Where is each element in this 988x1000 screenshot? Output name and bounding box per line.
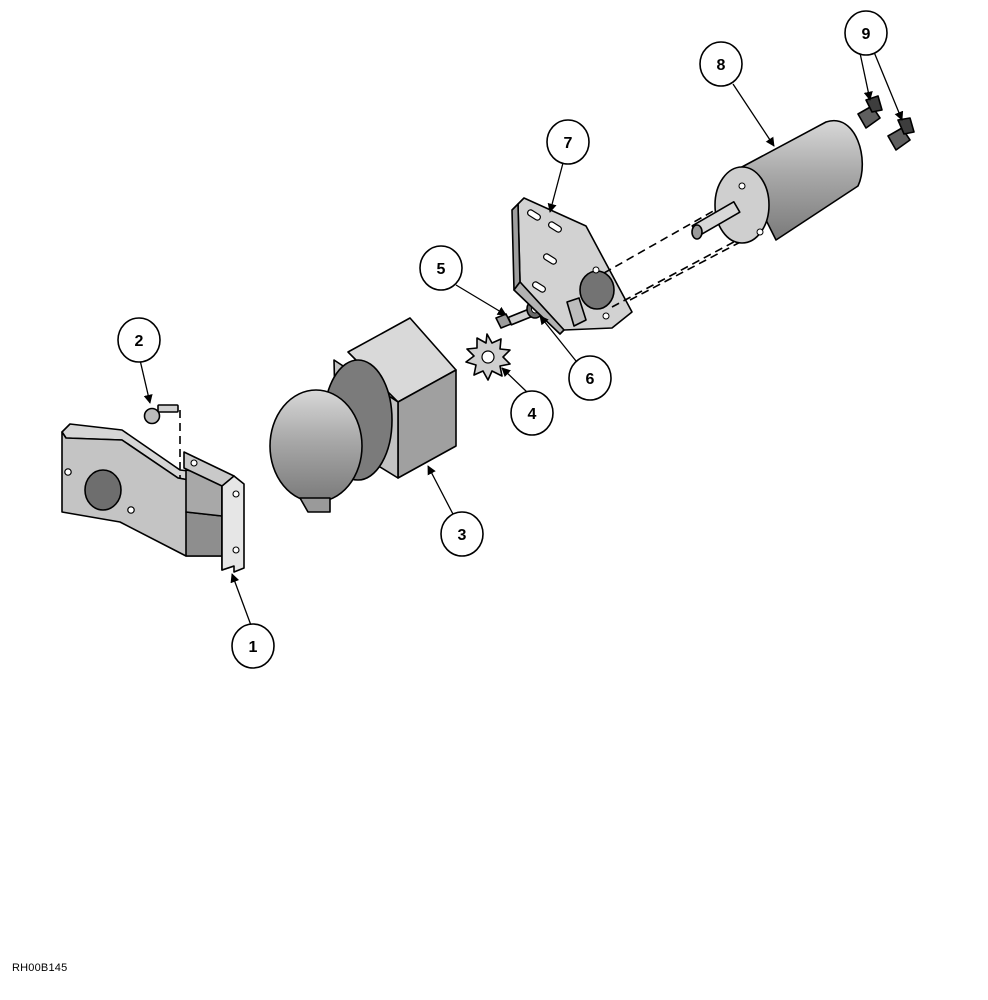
callout-8: 8 [699,41,743,87]
leader-8 [732,83,775,147]
leader-4 [501,367,529,394]
callout-5: 5 [419,245,463,291]
leader-9a [859,52,873,101]
leader-2 [139,359,153,404]
bolt-part-2 [143,404,181,478]
elbow-fitting-b [887,117,915,151]
callout-3: 3 [440,511,484,557]
leader-9b [873,51,904,121]
callout-8-label: 8 [717,57,726,74]
motor-mount-plate-part [511,197,633,335]
callout-6: 6 [568,355,612,401]
callout-1: 1 [231,623,275,669]
callout-2-label: 2 [135,333,144,350]
callout-4-label: 4 [528,406,537,423]
gearbox-housing-part [269,317,457,513]
callout-5-label: 5 [437,261,446,278]
callout-1-label: 1 [249,639,258,656]
mounting-bracket-part [61,423,245,573]
leader-6 [539,315,577,362]
drawing-id-label: RH00B145 [12,962,68,974]
elbow-fitting-a [857,95,883,129]
callout-3-label: 3 [458,527,467,544]
callout-9: 9 [844,10,888,56]
leader-3 [427,465,456,519]
callout-7: 7 [546,119,590,165]
leader-7 [547,162,564,213]
callout-6-label: 6 [586,371,595,388]
callout-7-label: 7 [564,135,573,152]
leader-1 [230,573,253,629]
leader-5 [455,284,507,316]
hydraulic-motor-part [691,119,864,244]
callout-4: 4 [510,390,554,436]
sprocket-part [465,333,511,381]
callout-9-label: 9 [862,26,871,43]
callout-2: 2 [117,317,161,363]
